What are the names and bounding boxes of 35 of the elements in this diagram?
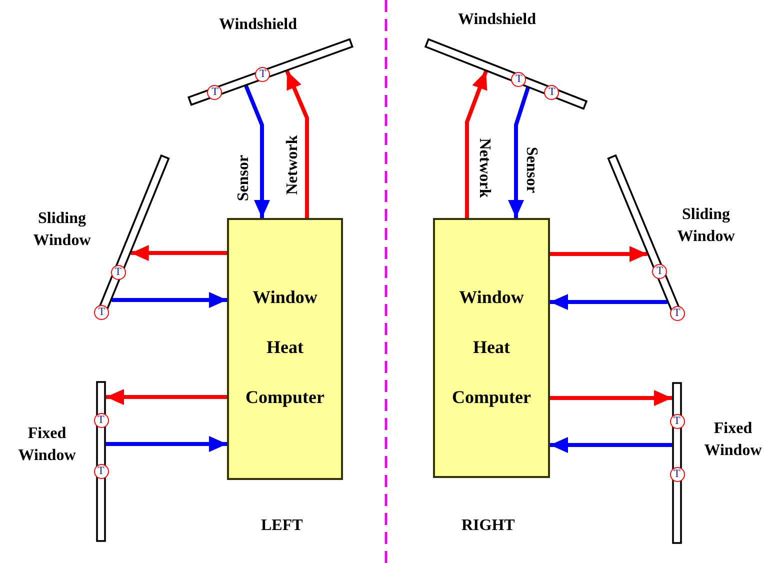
sensor-marker: T xyxy=(94,464,108,479)
sensor-marker: T xyxy=(652,264,668,280)
computer-label: Window Heat Computer xyxy=(246,286,324,409)
arrow xyxy=(550,294,668,310)
computer-box xyxy=(227,218,343,480)
arrow xyxy=(550,390,672,406)
arrow xyxy=(508,87,530,218)
arrow xyxy=(112,292,227,308)
window-label: Fixed Window xyxy=(17,424,77,466)
arrow xyxy=(550,246,648,262)
sensor-marker: T xyxy=(94,304,110,320)
window-label: Windshield xyxy=(457,10,537,30)
side-label: RIGHT xyxy=(462,517,515,535)
arrow xyxy=(244,85,270,218)
window-label: Sliding Window xyxy=(32,209,92,251)
sensor-marker: T xyxy=(670,414,684,428)
window-label: Windshield xyxy=(218,15,298,35)
computer-label: Window Heat Computer xyxy=(452,286,531,409)
sensor-marker: T xyxy=(544,84,560,100)
arrow xyxy=(465,70,488,218)
sensor-marker: T xyxy=(670,466,684,482)
arrow xyxy=(130,245,227,261)
computer-box xyxy=(433,218,550,478)
window-label: Fixed Window xyxy=(703,419,763,461)
arrow xyxy=(106,389,227,405)
sensor-marker: T xyxy=(255,67,270,82)
window-label: Sliding Window xyxy=(676,205,736,247)
sensor-marker: T xyxy=(94,413,108,428)
sensor-marker: T xyxy=(207,84,222,100)
sensor-marker: T xyxy=(511,72,526,87)
side-label: LEFT xyxy=(261,517,303,535)
arrow xyxy=(550,437,672,453)
arrow xyxy=(285,70,309,218)
arrow xyxy=(106,436,227,452)
sensor-marker: T xyxy=(670,306,684,320)
